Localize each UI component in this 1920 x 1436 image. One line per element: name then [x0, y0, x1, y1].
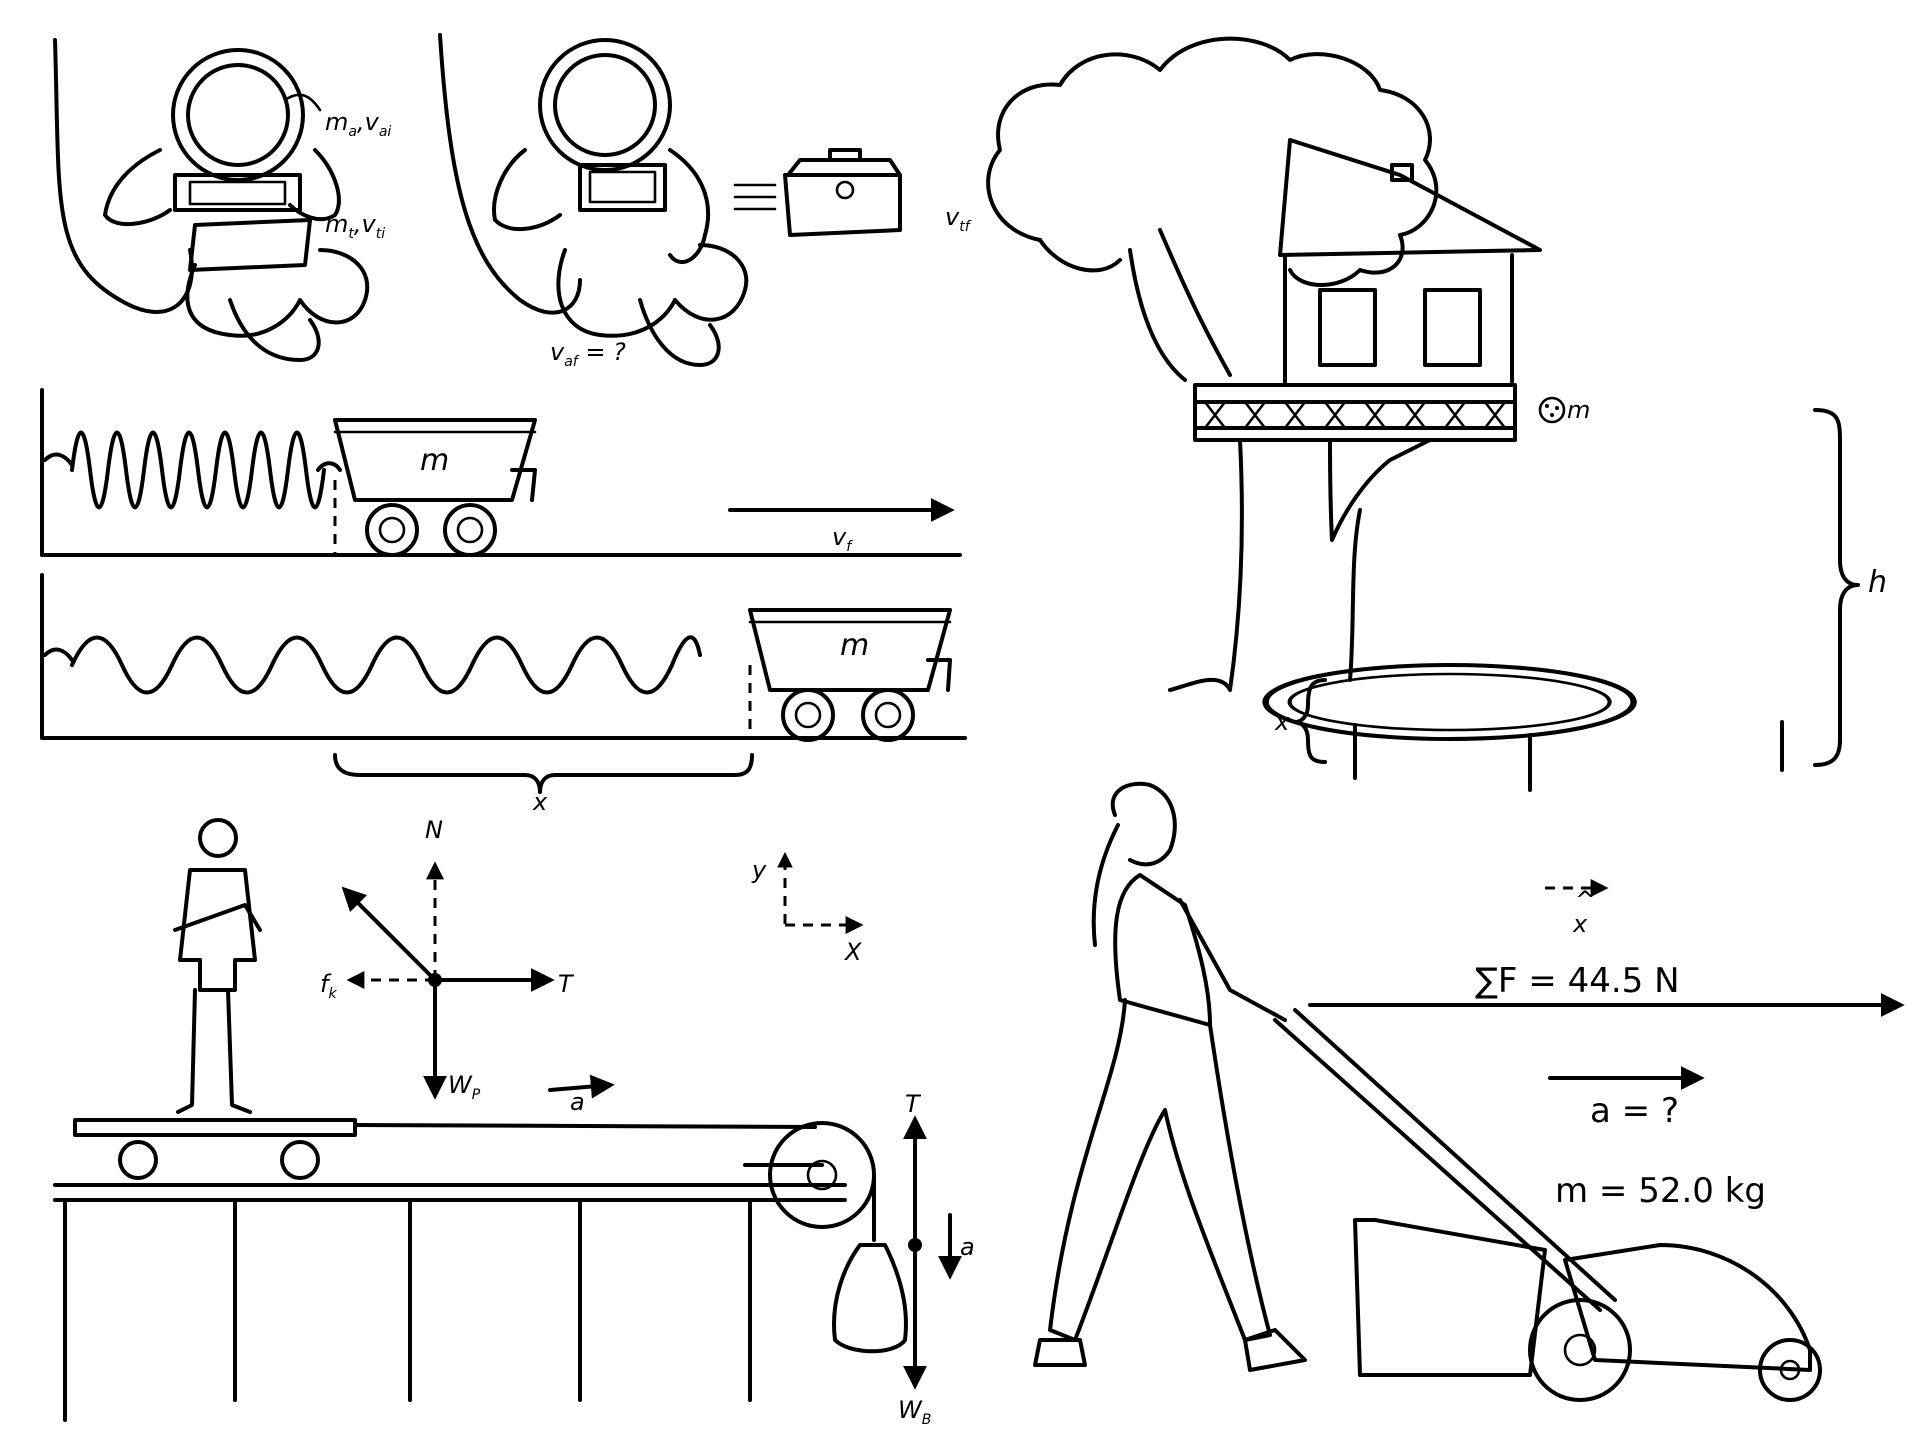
- cart-pulley-system: [53, 1118, 908, 1422]
- displacement-x-label: x: [532, 788, 548, 816]
- sandbag: [832, 1243, 908, 1354]
- thrown-toolbox-icon: [733, 148, 902, 237]
- ball-icon: [1538, 396, 1566, 424]
- axis-x-label: X: [843, 938, 862, 966]
- astronaut-holding-toolbox: [53, 38, 370, 362]
- front-wheel: [1758, 1338, 1822, 1402]
- window-right: [1423, 288, 1482, 367]
- xhat-label: x: [1572, 910, 1588, 938]
- grass-bag: [1353, 1218, 1547, 1377]
- cart-mass-bottom: m: [840, 628, 869, 663]
- rope: [353, 1123, 817, 1129]
- height-h-label: h: [1868, 565, 1887, 600]
- trampoline: [1262, 663, 1637, 741]
- friction-force-label: fk: [320, 970, 337, 1002]
- vtf-label: vtf: [945, 203, 972, 235]
- tree-canopy: [986, 36, 1439, 287]
- window-left: [1318, 288, 1377, 367]
- lawn-mower: [1273, 879, 1905, 1402]
- bag-tension-label: T: [905, 1090, 922, 1118]
- rear-wheel: [1528, 1298, 1632, 1402]
- tension-force-label: T: [558, 970, 575, 998]
- axis-y-label: y: [751, 856, 767, 884]
- trampoline-x-label: x: [1274, 708, 1290, 736]
- vf-label: vf: [832, 523, 853, 555]
- rolling-cart: [73, 1118, 357, 1137]
- mt-label: mt,vti: [325, 210, 385, 242]
- cart-mass-top: m: [420, 443, 449, 478]
- normal-force-label: N: [425, 816, 443, 844]
- pulley-wheel: [768, 1121, 876, 1229]
- net-force-label: ∑F = 44.5 N: [1475, 961, 1680, 1001]
- ma-label: ma,vai: [325, 108, 391, 140]
- woman-mowing-lawn: [1033, 781, 1307, 1372]
- toolbox-icon: [188, 218, 312, 272]
- xhat-caret: ^: [1575, 886, 1595, 914]
- cart-accel-label: a: [570, 1088, 585, 1116]
- weight-force-label: WP: [448, 1071, 481, 1103]
- mower-mass-label: m = 52.0 kg: [1555, 1171, 1766, 1211]
- mower-deck: [1563, 1243, 1812, 1372]
- spring-cart-released: [40, 573, 967, 794]
- mower-accel-label: a = ?: [1590, 1091, 1679, 1131]
- treehouse-scene: [986, 36, 1860, 792]
- astronaut-after-throw: [438, 33, 749, 367]
- man-on-cart: [173, 818, 262, 1114]
- deck-railing: [1193, 383, 1517, 442]
- bag-accel-label: a: [960, 1233, 975, 1261]
- free-body-diagram: [341, 851, 962, 1390]
- bag-weight-label: WB: [898, 1396, 931, 1428]
- ball-mass-label: m: [1567, 396, 1590, 424]
- spring-cart-compressed: [40, 388, 962, 557]
- roof: [1278, 138, 1542, 257]
- vaf-label: vaf = ?: [550, 338, 626, 370]
